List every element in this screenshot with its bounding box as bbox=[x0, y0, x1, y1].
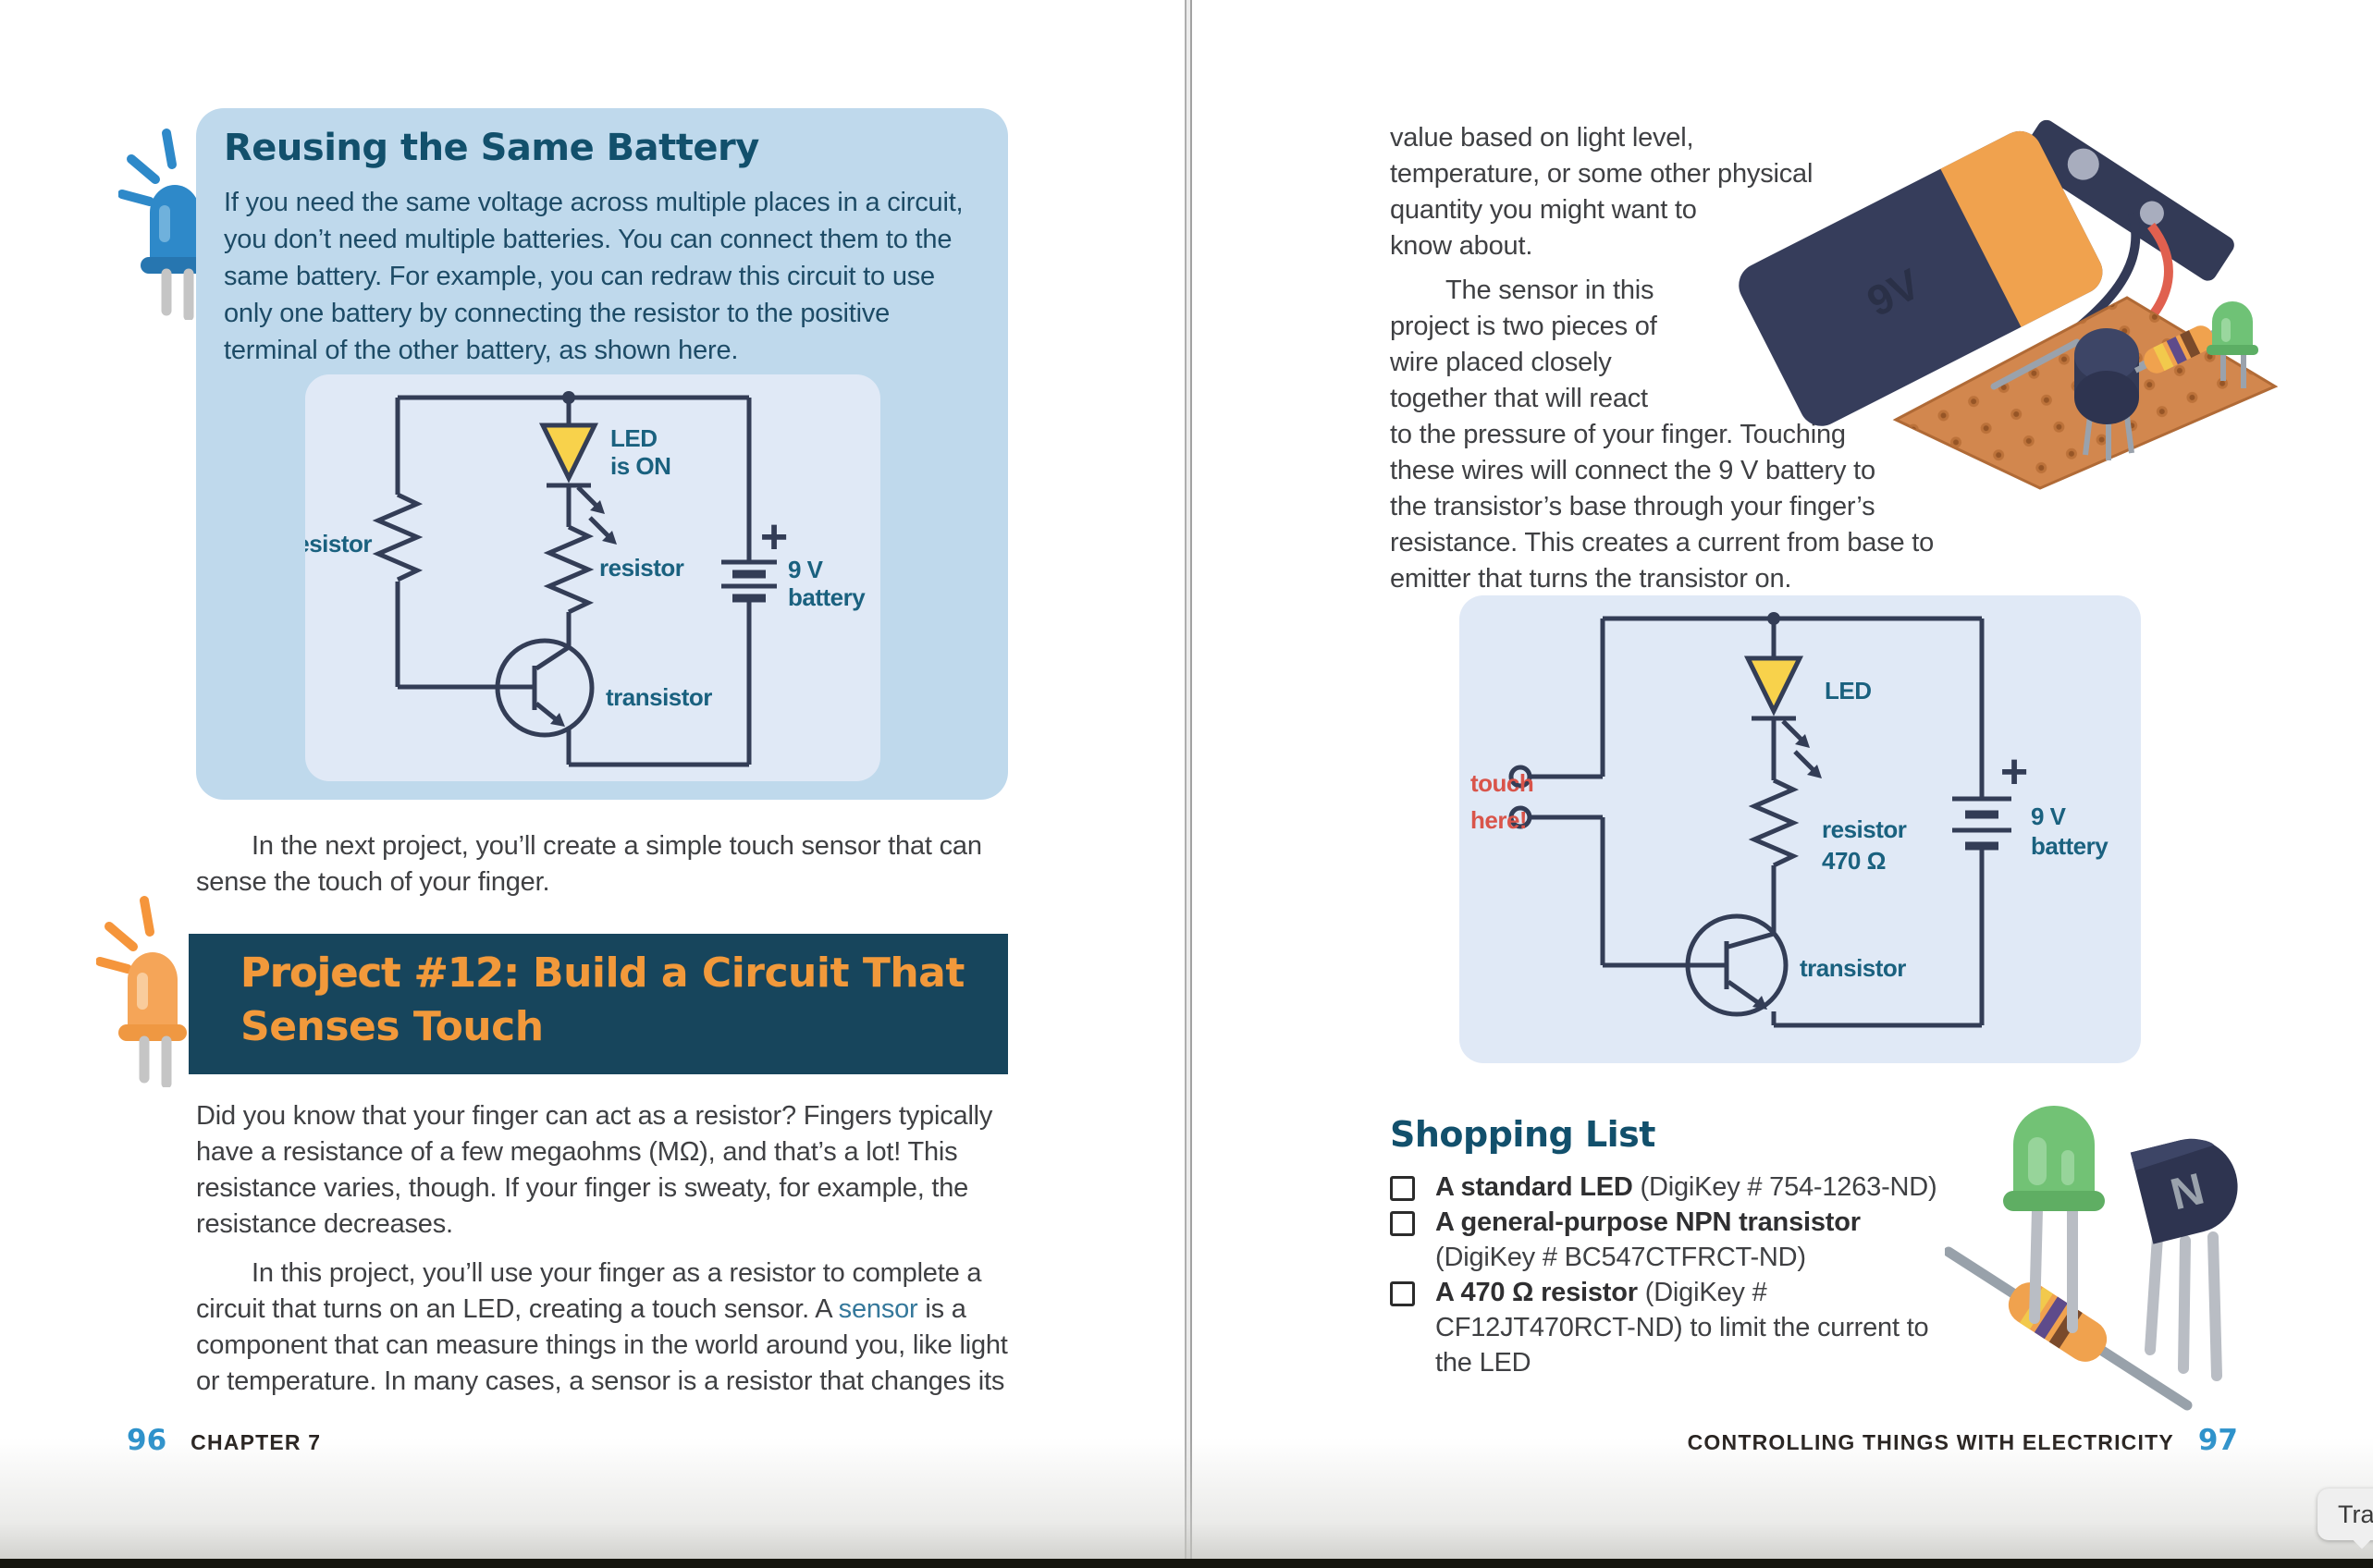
illustration-battery-breadboard: 9V bbox=[1739, 119, 2278, 490]
page-gutter-divider bbox=[1185, 0, 1192, 1561]
paragraph-finger-resistor: Did you know that your finger can act as… bbox=[196, 1101, 993, 1239]
label-resistor-left: resistor bbox=[305, 530, 372, 557]
item-bold: A standard LED bbox=[1435, 1172, 1633, 1202]
callout-box: Reusing the Same Battery If you need the… bbox=[196, 108, 1008, 800]
label-led-2: is ON bbox=[610, 452, 670, 480]
body-text-right: value based on light level, temperature,… bbox=[1390, 120, 2021, 597]
list-item-text: A 470 Ω resistor (DigiKey # CF12JT470RCT… bbox=[1435, 1275, 1953, 1380]
label-battery-plus: + bbox=[760, 510, 788, 564]
label-battery-2: battery bbox=[788, 583, 866, 611]
paragraph-sensor-value: value based on light level, temperature,… bbox=[1390, 123, 1814, 261]
label-battery-plus: + bbox=[2000, 745, 2028, 799]
item-rest: (DigiKey # BC547CTFRCT-ND) bbox=[1435, 1243, 1806, 1272]
battery-clip-icon bbox=[2020, 119, 2234, 281]
project-banner: Project #12: Build a Circuit That Senses… bbox=[189, 934, 1008, 1074]
label-led-1: LED bbox=[610, 424, 658, 452]
label-touch-2: here! bbox=[1470, 806, 1527, 834]
checkbox-icon bbox=[1390, 1176, 1415, 1201]
jumper-wire bbox=[1990, 338, 2081, 390]
label-led: LED bbox=[1825, 677, 1872, 704]
term-sensor: sensor bbox=[838, 1294, 918, 1324]
project-number: Project #12: bbox=[240, 949, 520, 997]
transistor-component-icon: N bbox=[2130, 1138, 2238, 1381]
checkbox-icon bbox=[1390, 1211, 1415, 1236]
green-led-on-board-icon bbox=[2207, 301, 2258, 388]
paragraph-part: is a component that can measure things i… bbox=[196, 1294, 1008, 1396]
list-item: A standard LED (DigiKey # 754-1263-ND) bbox=[1390, 1170, 1982, 1205]
circuit-diagram-touch-sensor: touch here! LED resistor 470 Ω transisto… bbox=[1459, 595, 2141, 1063]
callout-title: Reusing the Same Battery bbox=[224, 127, 759, 169]
screen-bottom-edge bbox=[0, 1559, 2373, 1568]
illustration-components: N bbox=[1945, 1106, 2238, 1411]
label-transistor: transistor bbox=[1800, 954, 1906, 982]
label-resistor-2: 470 Ω bbox=[1822, 847, 1886, 875]
section-label: CONTROLLING THINGS WITH ELECTRICITY bbox=[1687, 1430, 2174, 1454]
item-bold: A 470 Ω resistor bbox=[1435, 1278, 1638, 1307]
list-item: A 470 Ω resistor (DigiKey # CF12JT470RCT… bbox=[1390, 1275, 1982, 1380]
label-resistor-mid: resistor bbox=[599, 554, 684, 582]
item-rest: (DigiKey # 754-1263-ND) bbox=[1632, 1172, 1937, 1202]
label-battery-1: 9 V bbox=[788, 556, 824, 583]
glowing-led-icon-blue bbox=[118, 129, 209, 320]
project-banner-title: Project #12: Build a Circuit That Senses… bbox=[240, 947, 980, 1054]
chapter-label: CHAPTER 7 bbox=[191, 1430, 322, 1454]
nine-volt-battery-icon: 9V bbox=[1739, 130, 2103, 426]
checkbox-icon bbox=[1390, 1281, 1415, 1306]
paragraph-next-project: In the next project, you’ll create a sim… bbox=[196, 831, 982, 897]
label-resistor-1: resistor bbox=[1822, 815, 1907, 843]
list-item-text: A general-purpose NPN transistor (DigiKe… bbox=[1435, 1205, 1953, 1275]
footer-right: CONTROLLING THINGS WITH ELECTRICITY 97 bbox=[1688, 1424, 2238, 1457]
callout-body: If you need the same voltage across mult… bbox=[224, 188, 964, 365]
label-battery-2: battery bbox=[2031, 832, 2109, 860]
label-battery-1: 9 V bbox=[2031, 802, 2067, 830]
circuit-diagram-two-resistors: LED is ON resistor resistor transistor +… bbox=[288, 374, 880, 781]
glowing-led-icon-orange bbox=[96, 896, 187, 1087]
list-item-text: A standard LED (DigiKey # 754-1263-ND) bbox=[1435, 1170, 1953, 1205]
footer-left: 96 CHAPTER 7 bbox=[127, 1424, 321, 1457]
item-bold: A general-purpose NPN transistor bbox=[1435, 1207, 1861, 1237]
green-led-component-icon bbox=[2003, 1106, 2105, 1333]
paragraph-sensor-wires: The sensor in this project is two pieces… bbox=[1390, 276, 1935, 594]
page-number-right: 97 bbox=[2197, 1424, 2238, 1457]
circuit-svg-right: touch here! LED resistor 470 Ω transisto… bbox=[1470, 612, 2109, 1028]
translate-tooltip-button[interactable]: Tra bbox=[2318, 1488, 2373, 1540]
label-transistor: transistor bbox=[606, 683, 712, 711]
label-touch-1: touch bbox=[1470, 769, 1533, 797]
list-item: A general-purpose NPN transistor (DigiKe… bbox=[1390, 1205, 1982, 1275]
project-title: Build a Circuit That Senses Touch bbox=[240, 949, 965, 1050]
shopping-list-heading: Shopping List bbox=[1390, 1114, 1655, 1155]
resistor-on-board-icon bbox=[2133, 325, 2224, 374]
transistor-on-board-icon bbox=[2074, 328, 2139, 460]
item-rest: (DigiKey # CF12JT470RCT-ND) to limit the… bbox=[1435, 1278, 1929, 1378]
shopping-list: Shopping List A standard LED (DigiKey # … bbox=[1390, 1114, 1982, 1380]
paragraph-this-project: In this project, you’ll use your finger … bbox=[196, 1256, 1008, 1400]
paragraph-part: In this project, you’ll use your finger … bbox=[196, 1258, 982, 1324]
circuit-svg-left: LED is ON resistor resistor transistor +… bbox=[288, 391, 867, 767]
page-number-left: 96 bbox=[127, 1424, 167, 1457]
body-text-left: Did you know that your finger can act as… bbox=[196, 1098, 1008, 1400]
